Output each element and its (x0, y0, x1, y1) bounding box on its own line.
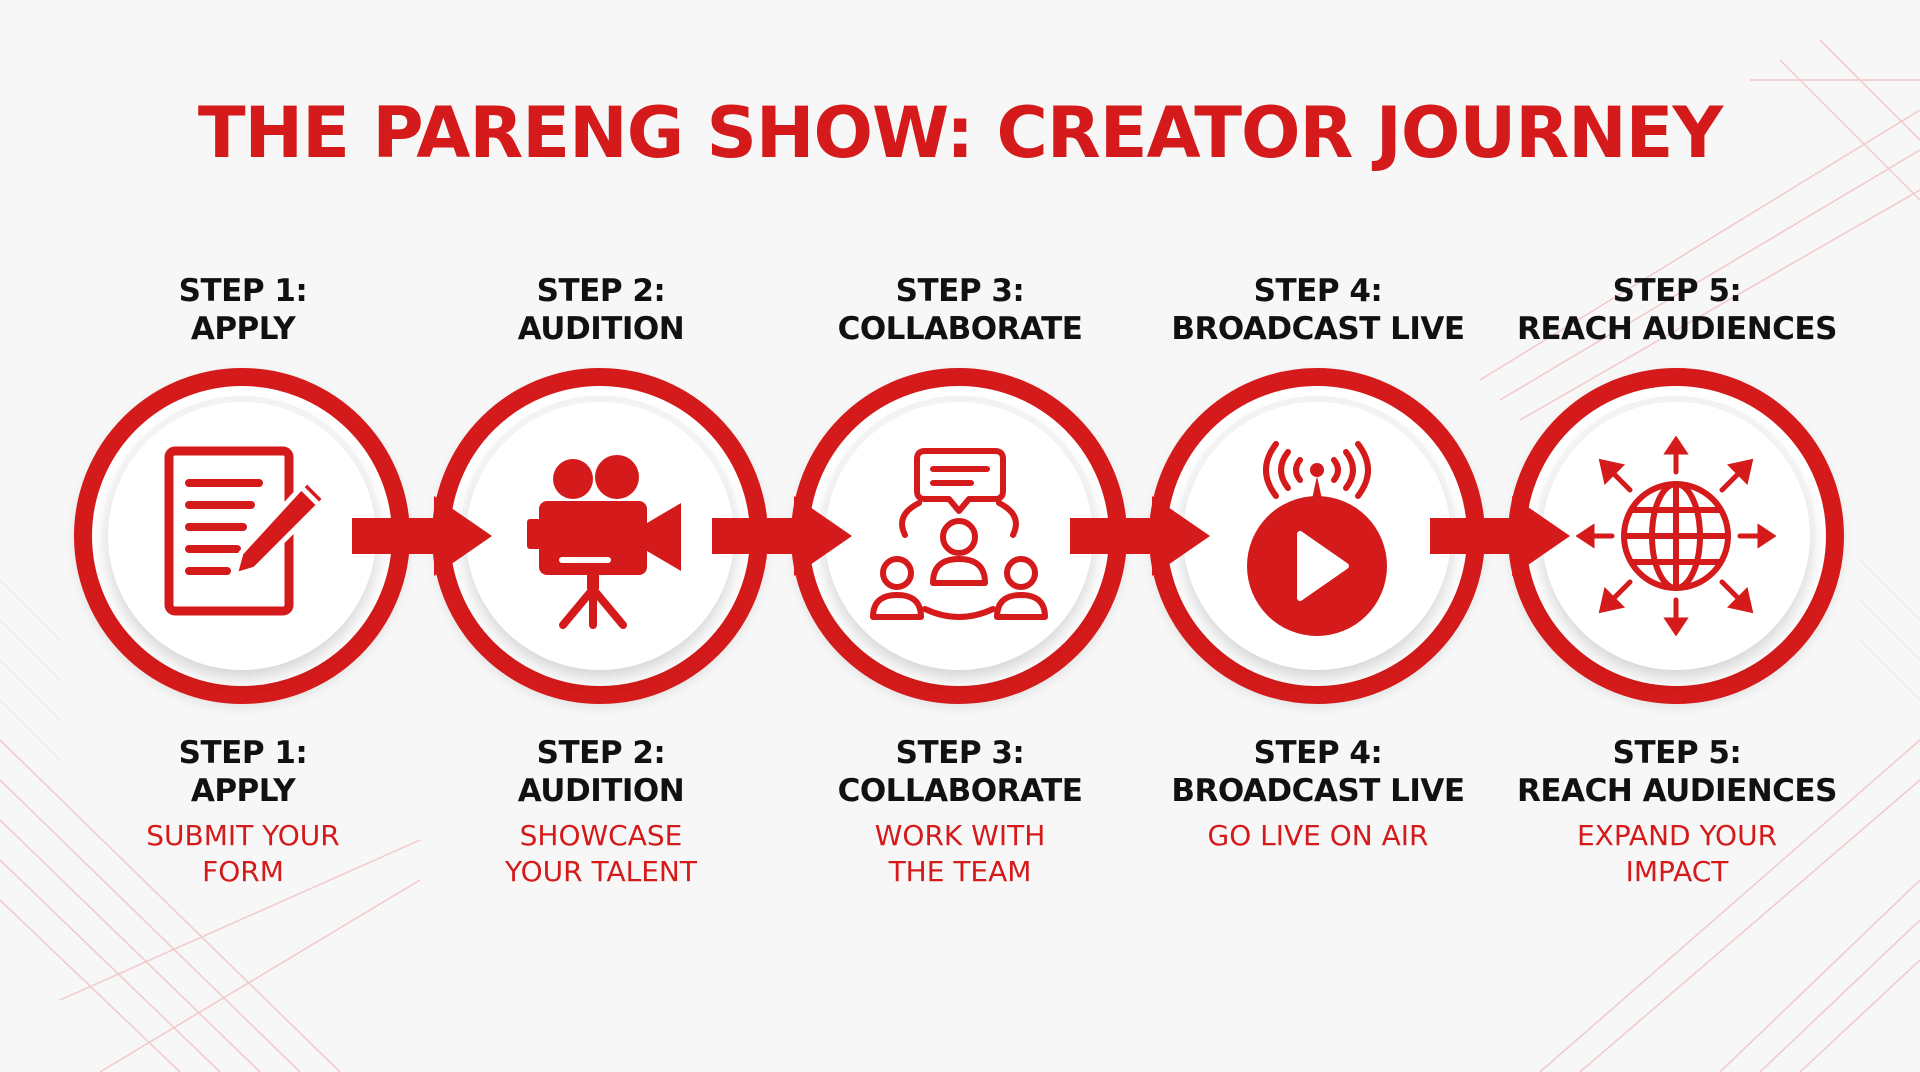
arrow-1-to-2 (352, 496, 492, 576)
step-2-name: AUDITION (517, 311, 685, 347)
step-4-header: STEP 4: BROADCAST LIVE (1138, 272, 1498, 348)
step-3-footer: STEP 3: COLLABORATE (780, 734, 1140, 810)
step-1-footer-name: APPLY (190, 773, 296, 809)
video-camera-icon (527, 455, 681, 629)
step-2-number: STEP 2: (536, 273, 666, 309)
step-4-name: BROADCAST LIVE (1171, 311, 1465, 347)
step-5-description: EXPAND YOUR IMPACT (1576, 819, 1778, 888)
globe-expand-icon (1576, 436, 1776, 636)
arrow-3-to-4 (1070, 496, 1210, 576)
step-2-description: SHOWCASE YOUR TALENT (505, 819, 697, 888)
step-1-footer: STEP 1: APPLY (63, 734, 423, 810)
step-1-number: STEP 1: (178, 273, 308, 309)
page-title: THE PARENG SHOW: CREATOR JOURNEY (197, 92, 1723, 174)
step-4-footer-number: STEP 4: (1253, 735, 1383, 771)
document-pencil-icon (164, 446, 329, 616)
step-5-footer-number: STEP 5: (1612, 735, 1742, 771)
step-4-description: GO LIVE ON AIR (1207, 819, 1429, 852)
step-3-number: STEP 3: (895, 273, 1025, 309)
step-1-footer-number: STEP 1: (178, 735, 308, 771)
step-2-footer-number: STEP 2: (536, 735, 666, 771)
step-3-header: STEP 3: COLLABORATE (780, 272, 1140, 348)
team-chat-icon (870, 448, 1048, 620)
step-4-number: STEP 4: (1253, 273, 1383, 309)
step-2-footer: STEP 2: AUDITION (421, 734, 781, 810)
step-2-footer-name: AUDITION (517, 773, 685, 809)
step-1-name: APPLY (190, 311, 296, 347)
step-4-footer-name: BROADCAST LIVE (1171, 773, 1465, 809)
step-5-footer: STEP 5: REACH AUDIENCES (1497, 734, 1857, 810)
step-3-name: COLLABORATE (837, 311, 1083, 347)
step-5-header: STEP 5: REACH AUDIENCES (1497, 272, 1857, 348)
step-5-footer-name: REACH AUDIENCES (1517, 773, 1837, 809)
step-4-footer: STEP 4: BROADCAST LIVE (1138, 734, 1498, 810)
step-5-name: REACH AUDIENCES (1517, 311, 1837, 347)
arrow-2-to-3 (712, 496, 852, 576)
broadcast-play-icon (1247, 441, 1387, 636)
arrow-4-to-5 (1430, 496, 1570, 576)
step-3-footer-name: COLLABORATE (837, 773, 1083, 809)
step-2-header: STEP 2: AUDITION (421, 272, 781, 348)
step-5-number: STEP 5: (1612, 273, 1742, 309)
step-1-description: SUBMIT YOUR FORM (146, 819, 340, 888)
step-3-description: WORK WITH THE TEAM (874, 819, 1046, 888)
step-3-footer-number: STEP 3: (895, 735, 1025, 771)
step-1-header: STEP 1: APPLY (63, 272, 423, 348)
